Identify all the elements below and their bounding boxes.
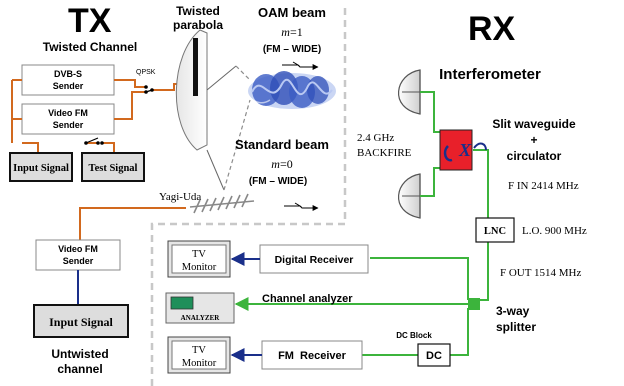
qpsk-label: QPSK [136,69,156,76]
lower-backfire-antenna [398,173,421,219]
video-fm-sender-2-box: Video FM Sender [35,239,121,271]
video-fm-sender-label-1: Video FM [48,108,88,118]
three-way-splitter [468,298,480,310]
digital-receiver-label: Digital Receiver [275,254,354,266]
dc-block-label: DC Block [396,331,432,340]
f-in-label: F IN 2414 MHz [508,180,579,192]
tv-monitor-1-label-2: Monitor [182,262,217,273]
standard-m-var: m [271,157,280,171]
input-signal-box: Input Signal [9,152,73,182]
input-signal-2-label: Input Signal [49,315,113,329]
tv-monitor-2-label-1: TV [192,345,206,356]
tv-monitor-2: TV Monitor [167,336,231,374]
analyzer-label: ANALYZER [181,314,221,322]
video-fm-sender-2-label-2: Sender [63,256,94,266]
lo-label: L.O. 900 MHz [522,225,587,237]
test-signal-box: Test Signal [81,152,145,182]
tx-rx-dashed-separator [150,8,347,386]
digital-receiver-box: Digital Receiver [259,244,369,274]
interferometer-label: Interferometer [439,66,541,83]
analyzer-device: ANALYZER [165,292,235,324]
dvbs-sender-label-2: Sender [53,81,84,91]
oam-m-var: m [281,25,290,39]
yagi-uda-label: Yagi-Uda [159,191,201,203]
standard-m-val: =0 [280,157,293,171]
twisted-parabola-label-1: Twisted [176,4,220,18]
upper-backfire-antenna [398,69,421,115]
splitter-label-2: splitter [496,320,536,334]
tv-monitor-1: TV Monitor [167,240,231,278]
fm-receiver-box: FM Receiver [261,340,363,370]
slit-waveguide-label-2: + [530,133,537,147]
twisted-parabola-dish [175,29,237,191]
video-fm-sender-label-2: Sender [53,120,84,130]
dvbs-sender-box: DVB-S Sender [21,64,115,96]
standard-beam-arrow [284,203,318,208]
oam-helical-beam [248,71,336,109]
input-signal-2-box: Input Signal [33,304,129,338]
slit-waveguide-label-3: circulator [507,149,562,163]
standard-beam-title: Standard beam [235,137,329,152]
twisted-parabola-label-2: parabola [173,18,223,32]
yagi-uda-antenna [189,193,255,214]
tx-switch-lever-1 [145,89,153,93]
video-fm-sender-box: Video FM Sender [21,103,115,135]
tx-heading: TX [68,2,112,40]
oam-m-val: =1 [290,25,303,39]
oam-beam-title: OAM beam [258,5,326,20]
untwisted-channel-label-1: Untwisted [51,347,108,361]
channel-analyzer-label: Channel analyzer [262,293,353,305]
standard-m-label: m=0 [271,157,292,171]
backfire-label-1: 2.4 GHz [357,132,394,144]
slit-waveguide-label-1: Slit waveguide [492,117,576,131]
untwisted-channel-label-2: channel [57,362,102,376]
test-signal-label: Test Signal [89,163,138,174]
f-out-label: F OUT 1514 MHz [500,267,582,279]
tv-monitor-1-label-1: TV [192,249,206,260]
oam-beam-mode: (FM – WIDE) [263,44,321,55]
video-fm-sender-2-label-1: Video FM [58,244,98,254]
oam-beam-arrow [282,62,318,67]
oam-beam-cone [223,65,251,191]
lnc-label: LNC [484,226,506,237]
lnc-box: LNC [475,217,515,243]
fm-receiver-label: FM Receiver [278,350,347,362]
splitter-label-1: 3-way [496,304,530,318]
dvbs-sender-label-1: DVB-S [54,69,82,79]
backfire-label-2: BACKFIRE [357,147,412,159]
standard-beam-mode: (FM – WIDE) [249,176,307,187]
yagi-feed-wire [79,207,186,240]
input-signal-label: Input Signal [13,163,69,174]
dc-block-box: DC [417,343,451,367]
twisted-channel-label: Twisted Channel [43,40,137,54]
tx-orange-wiring [11,79,182,152]
slit-waveguide-circulator: X [439,129,487,171]
rx-heading: RX [468,10,516,48]
tx-switch-lever-2 [85,137,99,144]
circulator-x-mark: X [458,140,472,160]
tv-monitor-2-label-2: Monitor [182,358,217,369]
oam-m-label: m=1 [281,25,302,39]
dc-label: DC [426,350,442,362]
